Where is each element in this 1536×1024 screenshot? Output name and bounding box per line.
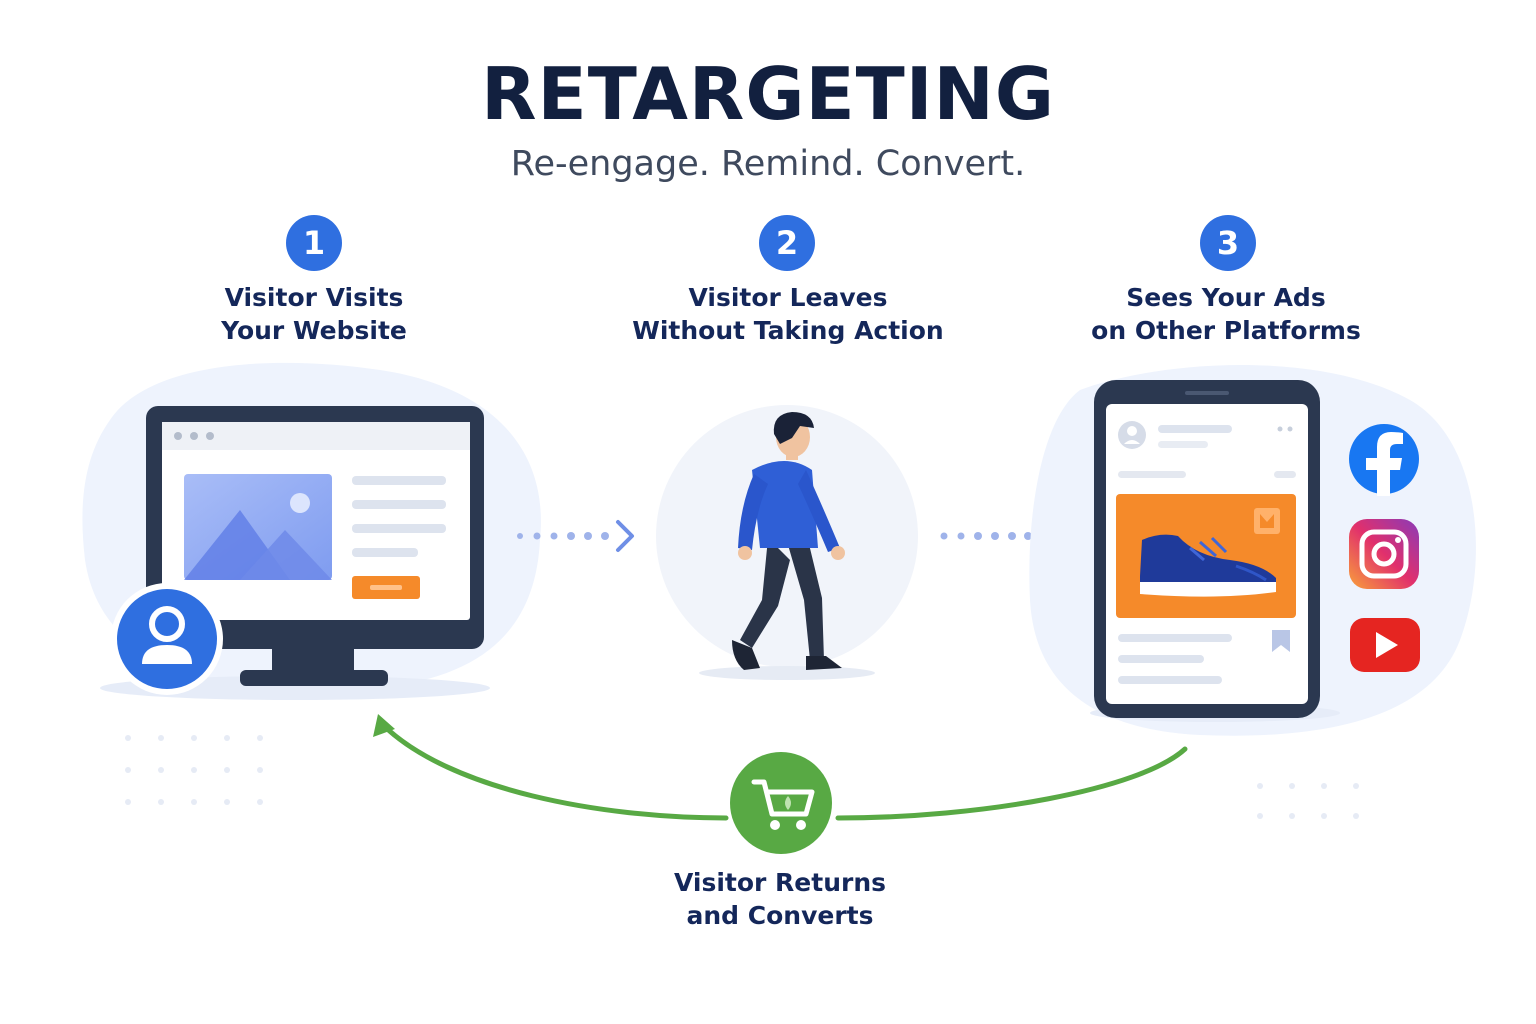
step-3-label-line1: Sees Your Ads bbox=[1126, 283, 1326, 312]
return-arrow bbox=[380, 722, 1188, 821]
ad-creative bbox=[1116, 494, 1296, 618]
step-2-label-line1: Visitor Leaves bbox=[688, 283, 888, 312]
walking-person-illustration bbox=[656, 405, 918, 680]
youtube-icon bbox=[1350, 618, 1420, 672]
step-1-label-line1: Visitor Visits bbox=[224, 283, 404, 312]
step-1-badge: 1 bbox=[286, 215, 342, 271]
final-step-label-line2: and Converts bbox=[686, 901, 874, 930]
walking-person-icon bbox=[732, 412, 845, 670]
step-1-label: Visitor Visits Your Website bbox=[104, 281, 524, 347]
step-2-label: Visitor Leaves Without Taking Action bbox=[578, 281, 998, 347]
step-3-label-line2: on Other Platforms bbox=[1091, 316, 1361, 345]
page-subtitle: Re-engage. Remind. Convert. bbox=[510, 144, 1026, 184]
step-2-badge: 2 bbox=[759, 215, 815, 271]
shopping-cart-icon bbox=[730, 752, 832, 854]
page-title: RETARGETING bbox=[481, 52, 1055, 136]
final-step-label-line1: Visitor Returns bbox=[673, 868, 887, 897]
user-avatar-icon bbox=[111, 583, 223, 695]
monitor-illustration bbox=[82, 362, 541, 700]
decorative-dots bbox=[125, 735, 1359, 819]
image-placeholder-icon bbox=[184, 474, 332, 580]
sneaker-icon bbox=[1140, 534, 1276, 597]
step-3-label: Sees Your Ads on Other Platforms bbox=[1016, 281, 1436, 347]
final-step-label: Visitor Returns and Converts bbox=[570, 866, 990, 932]
step-2-label-line2: Without Taking Action bbox=[632, 316, 944, 345]
arrow-step1-to-step2 bbox=[517, 520, 634, 552]
facebook-icon bbox=[1349, 424, 1419, 496]
step-1-label-line2: Your Website bbox=[221, 316, 407, 345]
return-arrow-head bbox=[373, 714, 395, 737]
step-3-badge: 3 bbox=[1200, 215, 1256, 271]
instagram-icon bbox=[1349, 519, 1419, 589]
bookmark-icon bbox=[1272, 630, 1290, 652]
